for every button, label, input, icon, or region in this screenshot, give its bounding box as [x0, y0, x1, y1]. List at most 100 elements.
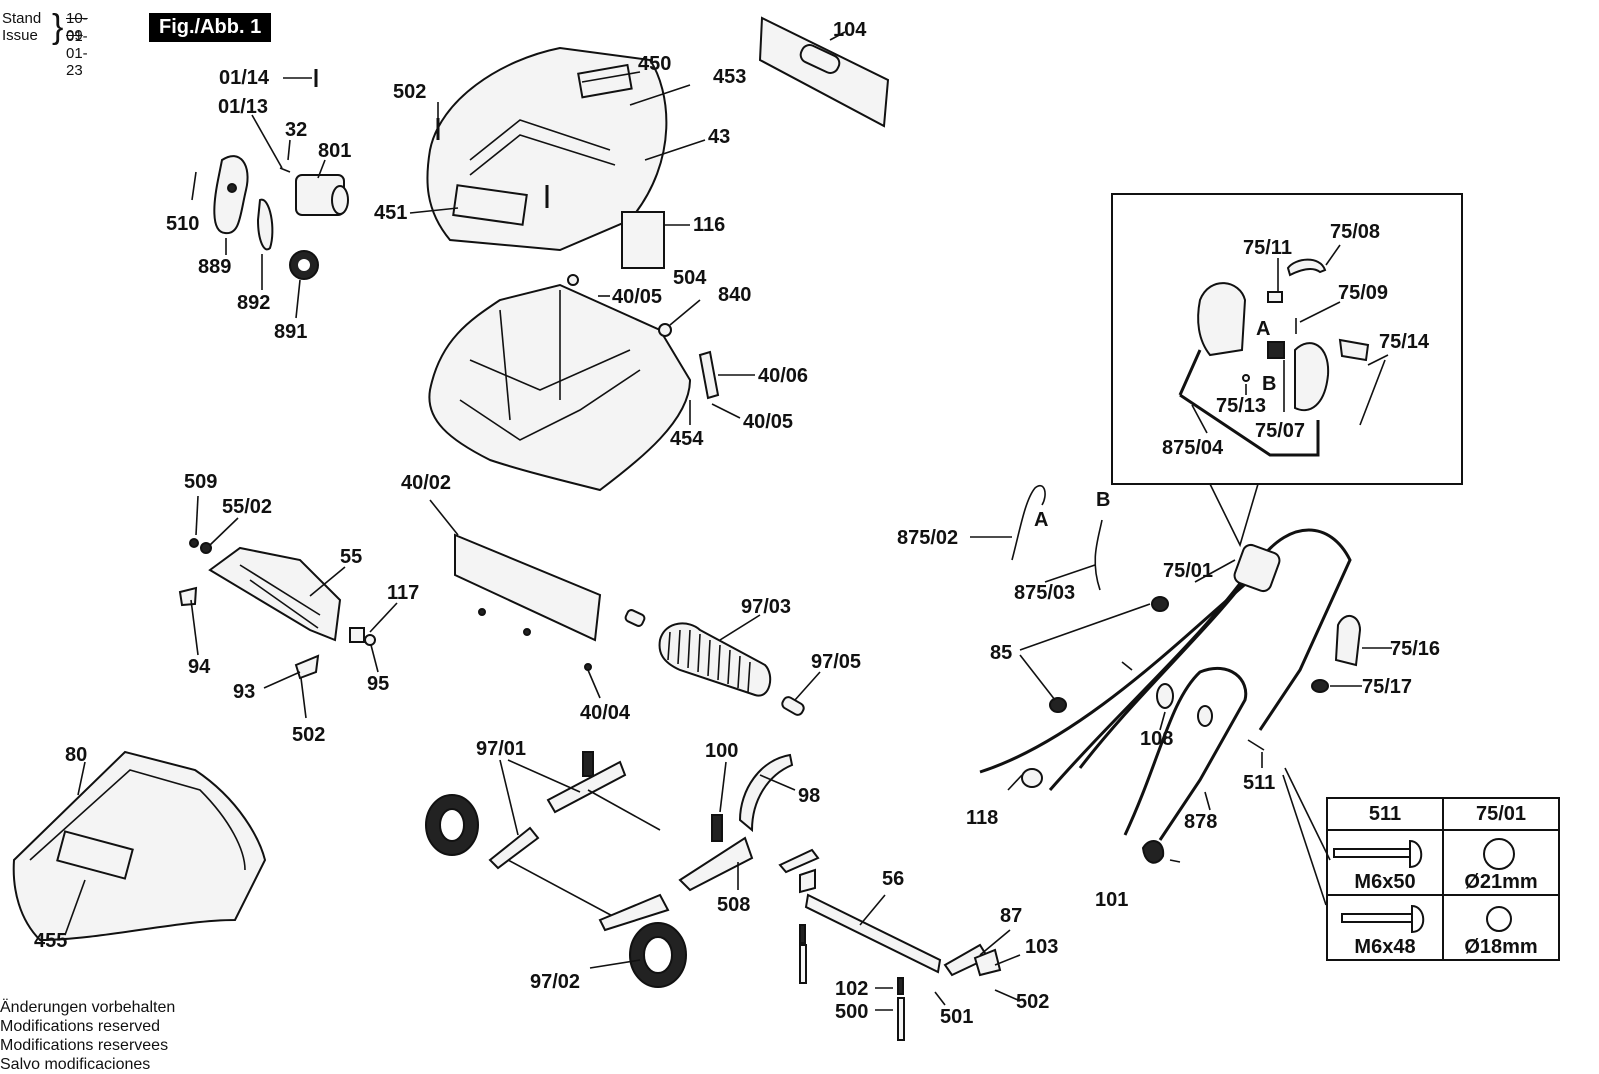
wheel-part-rear — [425, 794, 479, 856]
wire-part-875-04 — [1178, 349, 1320, 457]
axle-plate-part-508 — [678, 836, 754, 892]
callout-01-14: 01/14 — [219, 67, 270, 89]
cable-part-875-03 — [1094, 519, 1103, 591]
callout-100: 100 — [705, 740, 738, 762]
callout-108: 108 — [1140, 728, 1173, 750]
housing-group — [409, 16, 890, 269]
callout-451: 451 — [374, 202, 407, 224]
callout-75-16: 75/16 — [1390, 638, 1440, 660]
callout-75-07: 75/07 — [1255, 420, 1305, 442]
callout-75-13: 75/13 — [1216, 395, 1266, 417]
callout-889: 889 — [198, 256, 231, 278]
filter-part-116 — [621, 211, 665, 269]
callout-502-mid: 502 — [292, 724, 325, 746]
chassis-group — [428, 274, 755, 492]
callout-56: 56 — [882, 868, 904, 890]
callout-40-05-right: 40/05 — [743, 411, 793, 433]
label-part-450 — [577, 63, 633, 99]
switch-box-part — [1233, 543, 1281, 593]
brace-glyph: } — [52, 8, 64, 46]
switch-housing-part-left — [1197, 282, 1247, 357]
callout-104: 104 — [833, 19, 867, 41]
roller-part-97-03 — [658, 622, 772, 697]
screw-part-102 — [897, 977, 904, 995]
legend-value-d21: Ø21mm — [1464, 871, 1538, 893]
bolt-part-500 — [897, 997, 905, 1041]
callout-B-inset: B — [1262, 373, 1276, 395]
legend-header-511: 511 — [1326, 797, 1444, 831]
callout-75-17: 75/17 — [1362, 676, 1412, 698]
wheel-frame-group — [425, 751, 796, 988]
wheel-part-97-02 — [629, 922, 687, 988]
flap-part-40-02 — [454, 533, 602, 642]
callout-501: 501 — [940, 1006, 973, 1028]
callout-labels: 01/14 01/13 32 801 510 889 892 891 502 4… — [34, 19, 1440, 1028]
clip-part-93 — [294, 654, 320, 680]
label-part-451 — [452, 184, 528, 226]
spring-part-100 — [711, 814, 723, 842]
callout-32: 32 — [285, 119, 307, 141]
handle-clamp-part-40-06 — [698, 350, 720, 400]
bracket-part-55 — [208, 546, 342, 642]
legend-cell-diameter-21: Ø21mm — [1442, 829, 1560, 896]
legend-cell-screw-m6x48: M6x48 — [1326, 894, 1444, 961]
nut-part-95 — [364, 634, 376, 646]
callout-80: 80 — [65, 744, 87, 766]
callout-118: 118 — [966, 807, 998, 829]
label-part-455 — [56, 830, 134, 880]
callout-504: 504 — [673, 267, 707, 289]
nut-part-509 — [189, 538, 199, 548]
screw-part-75-13 — [1242, 374, 1250, 382]
note-fr: Modifications reservees — [0, 1037, 169, 1054]
callout-55: 55 — [340, 546, 362, 568]
bar-part-56 — [804, 893, 942, 974]
callout-40-05-top: 40/05 — [612, 286, 662, 308]
callout-102: 102 — [835, 978, 868, 1000]
callout-453: 453 — [713, 66, 746, 88]
cable-part-875-02 — [1011, 485, 1046, 561]
callout-94: 94 — [188, 656, 211, 678]
callout-875-04: 875/04 — [1162, 437, 1224, 459]
upper-handle-part-75-01 — [1078, 528, 1352, 769]
knob-part-101 — [1141, 840, 1165, 864]
modification-notes: Änderungen vorbehalten Modifications res… — [0, 998, 175, 1074]
callout-85: 85 — [990, 642, 1012, 664]
inset-frame — [1111, 193, 1463, 485]
circle-icon — [1486, 906, 1512, 932]
cable-clip-part-75-16 — [1334, 615, 1362, 667]
note-es: Salvo modificaciones — [0, 1056, 151, 1073]
note-en: Modifications reserved — [0, 1018, 161, 1035]
callout-97-03: 97/03 — [741, 596, 791, 618]
legend-value-m6x48: M6x48 — [1354, 936, 1416, 958]
axle-part-97-01 — [546, 760, 627, 814]
bush-part-117 — [349, 627, 365, 643]
clamp-part-103 — [973, 948, 1002, 977]
revision-stamp: Stand Issue } 10-09 01-01-23 — [2, 10, 88, 79]
roller-group — [429, 499, 821, 716]
belt-part-892 — [256, 198, 274, 251]
callout-875-02: 875/02 — [897, 527, 958, 549]
callout-40-06: 40/06 — [758, 365, 808, 387]
callout-502-top: 502 — [393, 81, 426, 103]
callout-75-08: 75/08 — [1330, 221, 1380, 243]
callout-98: 98 — [798, 785, 820, 807]
callout-40-02: 40/02 — [401, 472, 451, 494]
legend-value-m6x50: M6x50 — [1354, 871, 1416, 893]
plate-part-104 — [758, 16, 890, 128]
legend-cell-diameter-18: Ø18mm — [1442, 894, 1560, 961]
callout-455: 455 — [34, 930, 67, 952]
crossbar-group — [778, 848, 1021, 1041]
belt-cover-part-889 — [213, 155, 249, 235]
callout-878: 878 — [1184, 811, 1217, 833]
lever-part-98 — [738, 753, 794, 833]
callout-55-02: 55/02 — [222, 496, 272, 518]
grass-box-group — [12, 750, 267, 942]
callout-101: 101 — [1095, 889, 1128, 911]
cable-clip-part-75-17 — [1311, 679, 1329, 693]
knob-part-85b — [1049, 697, 1067, 713]
screw-icon — [1341, 904, 1425, 934]
callout-117: 117 — [387, 582, 419, 604]
stand-label: Stand — [2, 10, 42, 27]
callout-A: A — [1034, 509, 1048, 531]
